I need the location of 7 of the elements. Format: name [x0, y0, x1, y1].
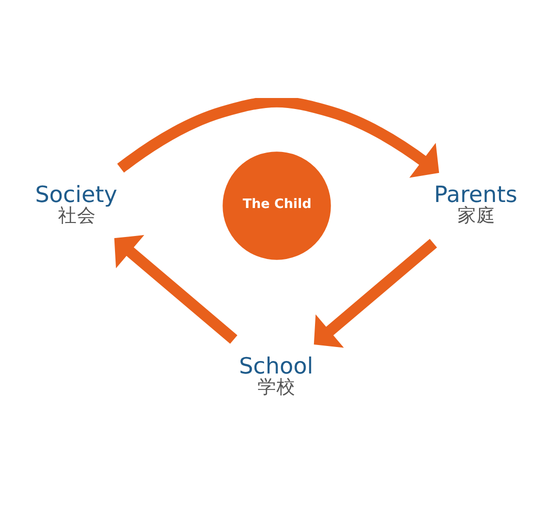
node-text: Society 社会 [35, 182, 118, 226]
arrow [117, 98, 440, 178]
node-text: School 学校 [238, 352, 314, 398]
arrow [314, 238, 437, 348]
arrow [114, 234, 238, 344]
node-circle: The Child [222, 151, 331, 260]
node-text: Parents 家庭 [434, 182, 518, 226]
